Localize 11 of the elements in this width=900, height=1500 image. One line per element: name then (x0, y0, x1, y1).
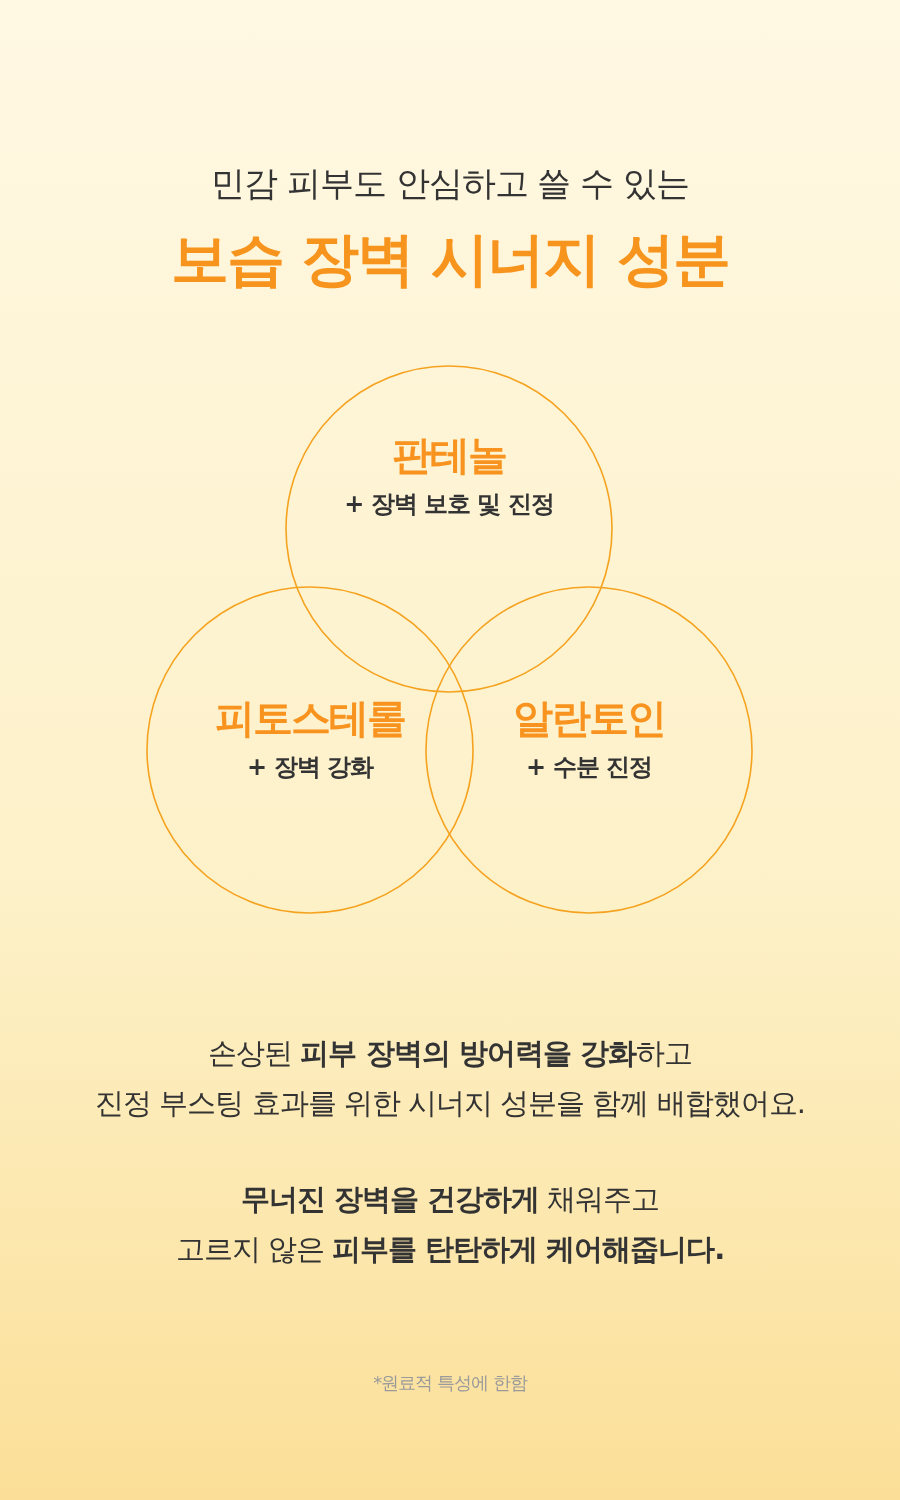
subtitle: 민감 피부도 안심하고 쓸 수 있는 (211, 162, 689, 205)
ingredient-benefit: + 장벽 보호 및 진정 (344, 490, 554, 519)
description-paragraph: 손상된 피부 장벽의 방어력을 강화하고 진정 부스팅 효과를 위한 시너지 성분을 함께 배합했어요. (95, 1035, 805, 1122)
title: 보습 장벽 시너지 성분 (170, 225, 730, 295)
description-paragraph: 무너진 장벽을 건강하게 채워주고 고르지 않은 피부를 탄탄하게 케어해줍니다. (175, 1181, 725, 1268)
ingredient-benefit: + 수분 진정 (526, 753, 652, 782)
ingredient-name: 판테놀 (392, 431, 506, 479)
ingredient-name: 알란토인 (513, 694, 665, 742)
ingredient-benefit: + 장벽 강화 (247, 753, 373, 782)
ingredient-name: 피토스테롤 (215, 694, 405, 742)
footnote: *원료적 특성에 한함 (373, 1371, 527, 1395)
